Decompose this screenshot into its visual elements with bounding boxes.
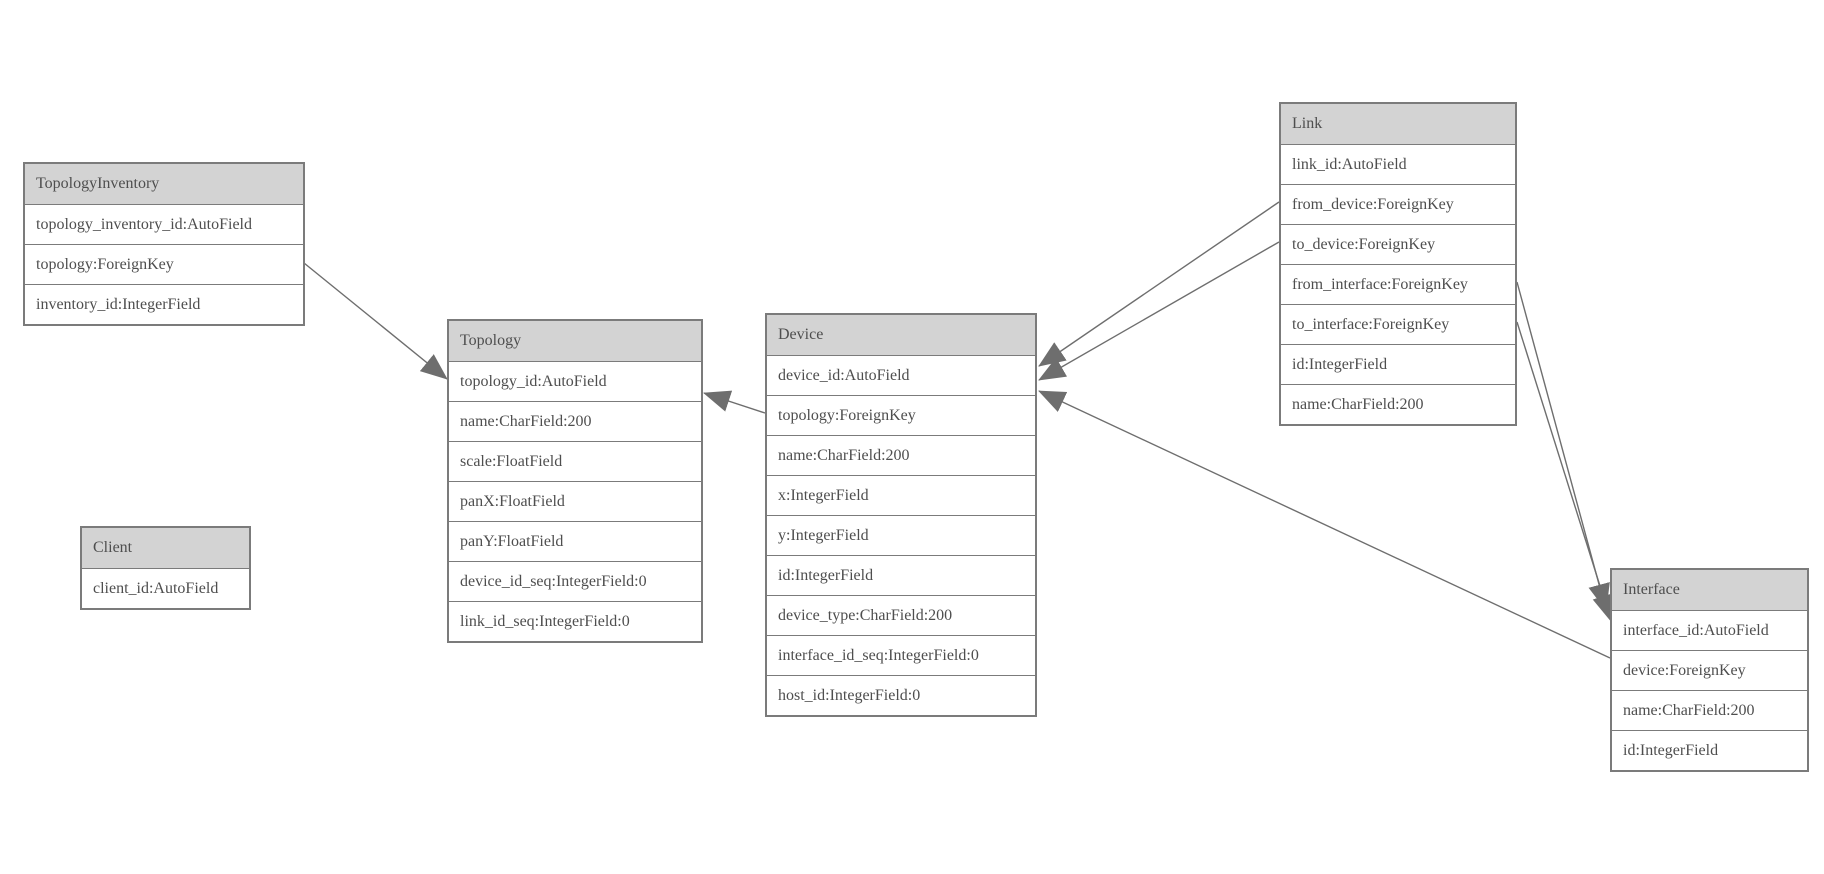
entity-field: from_interface:ForeignKey xyxy=(1281,264,1515,304)
entity-field: name:CharField:200 xyxy=(1612,690,1807,730)
entity-interface: Interface interface_id:AutoField device:… xyxy=(1610,568,1809,772)
entity-field: interface_id:AutoField xyxy=(1612,610,1807,650)
entity-title: Topology xyxy=(449,321,701,361)
entity-field: interface_id_seq:IntegerField:0 xyxy=(767,635,1035,675)
entity-field: id:IntegerField xyxy=(1612,730,1807,770)
entity-field: id:IntegerField xyxy=(767,555,1035,595)
entity-field: id:IntegerField xyxy=(1281,344,1515,384)
relation-line-link-todevice-device xyxy=(1038,241,1280,381)
entity-topologyinventory: TopologyInventory topology_inventory_id:… xyxy=(23,162,305,326)
entity-field: to_interface:ForeignKey xyxy=(1281,304,1515,344)
entity-field: device:ForeignKey xyxy=(1612,650,1807,690)
entity-device: Device device_id:AutoField topology:Fore… xyxy=(765,313,1037,717)
relation-line-topologyinventory-topology xyxy=(303,262,448,380)
entity-client: Client client_id:AutoField xyxy=(80,526,251,610)
entity-field: topology:ForeignKey xyxy=(767,395,1035,435)
entity-field: panY:FloatField xyxy=(449,521,701,561)
entity-field: inventory_id:IntegerField xyxy=(25,284,303,324)
entity-field: client_id:AutoField xyxy=(82,568,249,608)
entity-field: topology_id:AutoField xyxy=(449,361,701,401)
entity-field: scale:FloatField xyxy=(449,441,701,481)
entity-title: TopologyInventory xyxy=(25,164,303,204)
relation-line-link-fromdevice-device xyxy=(1038,201,1280,367)
entity-field: name:CharField:200 xyxy=(449,401,701,441)
entity-field: name:CharField:200 xyxy=(767,435,1035,475)
entity-field: topology_inventory_id:AutoField xyxy=(25,204,303,244)
entity-title: Client xyxy=(82,528,249,568)
entity-title: Device xyxy=(767,315,1035,355)
entity-field: to_device:ForeignKey xyxy=(1281,224,1515,264)
entity-title: Interface xyxy=(1612,570,1807,610)
entity-field: device_id:AutoField xyxy=(767,355,1035,395)
relation-line-link-frominterface-interface xyxy=(1516,281,1610,611)
entity-field: link_id_seq:IntegerField:0 xyxy=(449,601,701,641)
entity-topology: Topology topology_id:AutoField name:Char… xyxy=(447,319,703,643)
entity-field: device_type:CharField:200 xyxy=(767,595,1035,635)
entity-field: y:IntegerField xyxy=(767,515,1035,555)
entity-field: from_device:ForeignKey xyxy=(1281,184,1515,224)
entity-field: x:IntegerField xyxy=(767,475,1035,515)
entity-title: Link xyxy=(1281,104,1515,144)
entity-link: Link link_id:AutoField from_device:Forei… xyxy=(1279,102,1517,426)
relation-line-link-tointerface-interface xyxy=(1516,321,1614,622)
entity-field: topology:ForeignKey xyxy=(25,244,303,284)
relation-line-interface-device xyxy=(1038,390,1611,659)
relation-line-device-topology xyxy=(703,390,766,414)
entity-field: link_id:AutoField xyxy=(1281,144,1515,184)
entity-field: name:CharField:200 xyxy=(1281,384,1515,424)
entity-field: device_id_seq:IntegerField:0 xyxy=(449,561,701,601)
entity-field: host_id:IntegerField:0 xyxy=(767,675,1035,715)
entity-field: panX:FloatField xyxy=(449,481,701,521)
